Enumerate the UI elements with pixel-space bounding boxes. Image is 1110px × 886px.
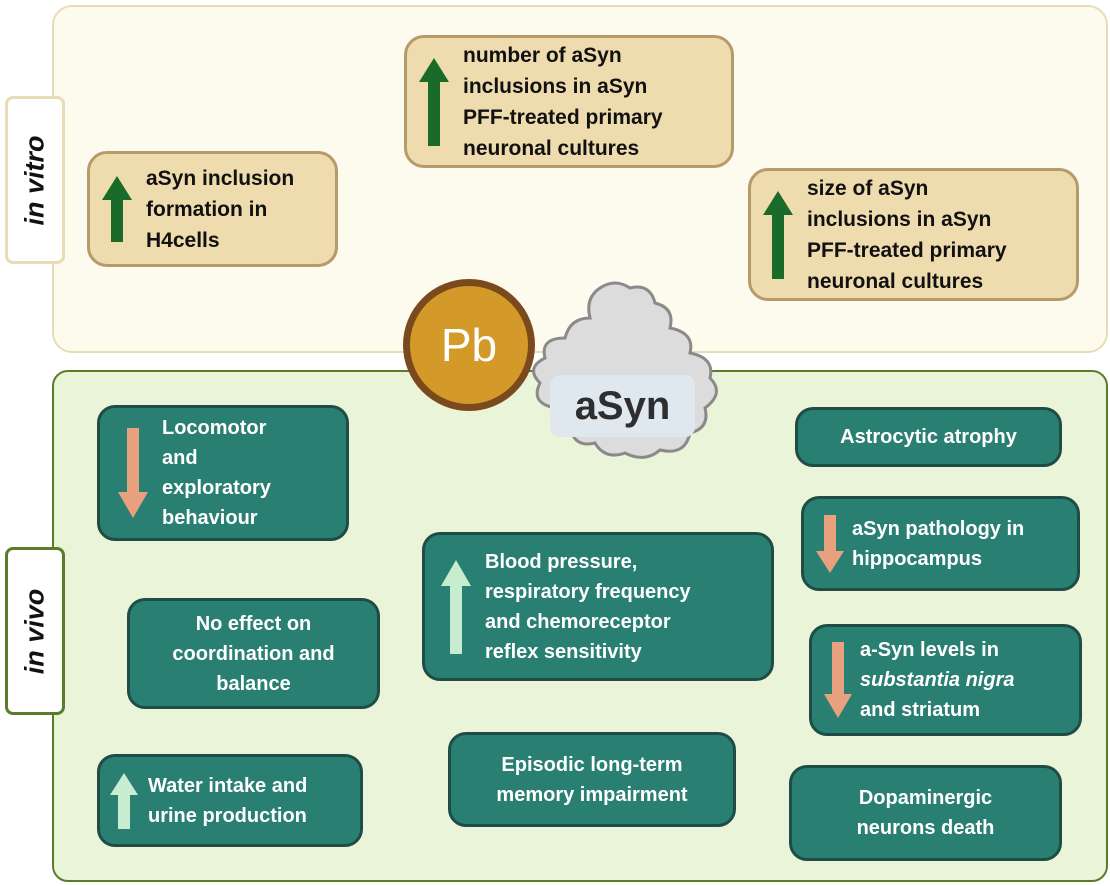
up-arrow-icon <box>441 559 471 654</box>
asyn-label: aSyn <box>550 375 695 437</box>
up-arrow-icon <box>763 190 793 279</box>
in-vivo-label: in vivo <box>5 547 65 715</box>
down-arrow-icon <box>816 514 844 573</box>
in-vitro-label: in vitro <box>5 96 65 264</box>
vivo-box-astrocytic: Astrocytic atrophy <box>795 407 1062 467</box>
pb-circle: Pb <box>403 279 535 411</box>
up-arrow-icon <box>110 772 138 829</box>
down-arrow-icon <box>118 428 148 518</box>
up-arrow-icon <box>419 57 449 146</box>
up-arrow-icon <box>102 176 132 242</box>
down-arrow-icon <box>824 642 852 718</box>
